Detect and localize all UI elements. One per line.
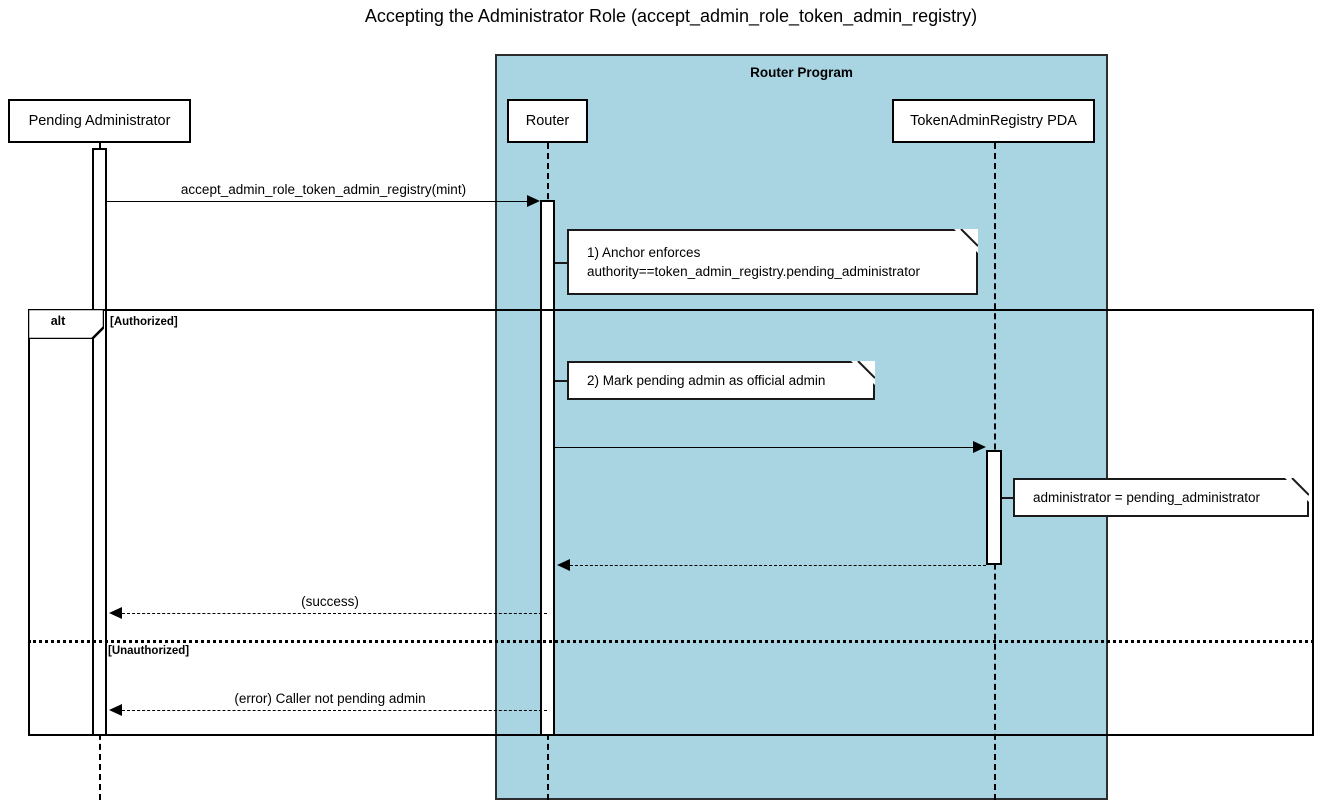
participant-pending-administrator[interactable]: Pending Administrator bbox=[8, 99, 191, 143]
participant-label-token-admin-registry-pda: TokenAdminRegistry PDA bbox=[910, 113, 1077, 129]
message-line-call-update-registry bbox=[555, 447, 973, 448]
message-line-return-error bbox=[122, 710, 547, 711]
activation-pending-administrator bbox=[92, 148, 107, 736]
participant-label-pending-administrator: Pending Administrator bbox=[28, 113, 171, 129]
message-label-return-success: (success) bbox=[301, 594, 359, 609]
note-fold-corner-icon bbox=[851, 361, 875, 385]
participant-router[interactable]: Router bbox=[507, 99, 588, 143]
note-mark-pending-admin: 2) Mark pending admin as official admin bbox=[567, 361, 875, 400]
message-arrowhead-return-success bbox=[109, 607, 122, 619]
fragment-divider bbox=[28, 640, 1314, 643]
note-fold-corner-icon bbox=[1285, 478, 1309, 502]
note-text-mark-pending-admin: 2) Mark pending admin as official admin bbox=[587, 373, 826, 388]
message-arrowhead-call-update-registry bbox=[973, 441, 986, 453]
note-anchor-enforces: 1) Anchor enforces authority==token_admi… bbox=[567, 229, 978, 295]
activation-token-admin-registry-pda bbox=[986, 450, 1002, 565]
message-line-return-registry bbox=[570, 565, 986, 566]
message-line-return-success bbox=[122, 613, 547, 614]
group-label-router-program: Router Program bbox=[750, 65, 853, 80]
group-box-router-program: Router Program bbox=[495, 54, 1108, 800]
page-title: Accepting the Administrator Role (accept… bbox=[364, 6, 978, 26]
participant-label-router: Router bbox=[525, 113, 570, 129]
message-arrowhead-call-accept-admin-role bbox=[527, 195, 540, 207]
fragment-operator-tab-shape bbox=[28, 309, 104, 339]
note-connector-administrator-assign bbox=[1002, 497, 1014, 499]
note-connector-mark-pending-admin bbox=[555, 380, 568, 382]
fragment-guard-authorized: [Authorized] bbox=[110, 316, 178, 328]
note-connector-anchor-enforces bbox=[555, 262, 568, 264]
note-text-administrator-assign: administrator = pending_administrator bbox=[1033, 490, 1260, 505]
message-arrowhead-return-error bbox=[109, 704, 122, 716]
note-text-anchor-enforces: 1) Anchor enforces authority==token_admi… bbox=[587, 245, 920, 279]
fragment-operator-label: alt bbox=[50, 314, 66, 328]
message-line-call-accept-admin-role bbox=[107, 201, 527, 202]
fragment-guard-unauthorized: [Unauthorized] bbox=[108, 645, 190, 657]
note-fold-corner-icon bbox=[954, 229, 978, 253]
message-arrowhead-return-registry bbox=[557, 559, 570, 571]
message-label-call-accept-admin-role: accept_admin_role_token_admin_registry(m… bbox=[180, 182, 467, 197]
message-label-return-error: (error) Caller not pending admin bbox=[234, 691, 426, 706]
participant-token-admin-registry-pda[interactable]: TokenAdminRegistry PDA bbox=[892, 99, 1095, 143]
activation-router bbox=[540, 200, 555, 736]
note-administrator-assign: administrator = pending_administrator bbox=[1013, 478, 1309, 517]
